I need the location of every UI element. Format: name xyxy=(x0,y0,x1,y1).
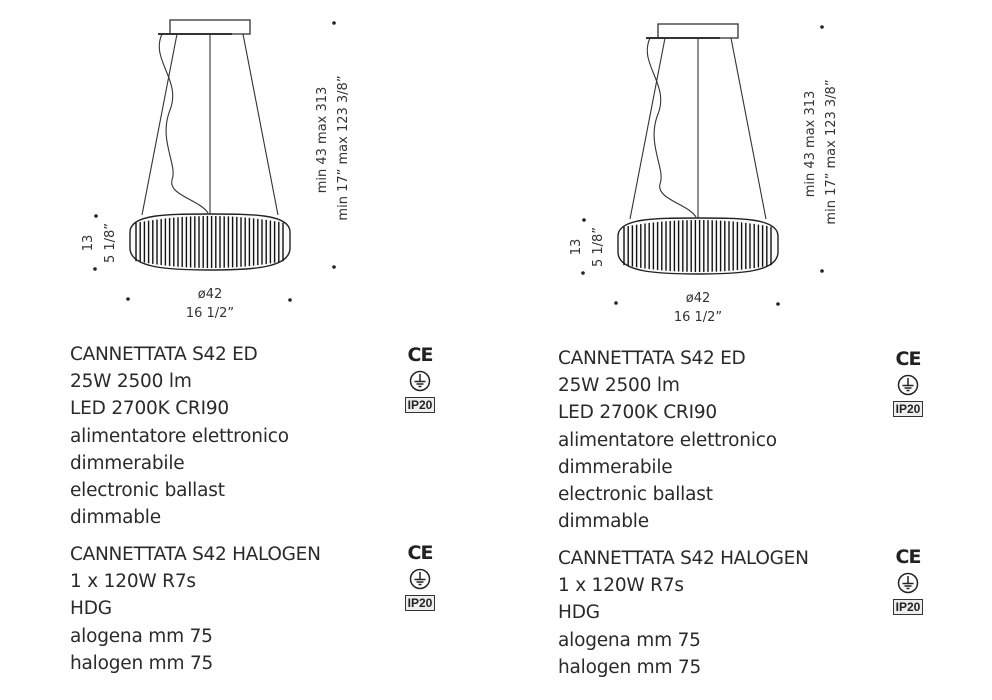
product-title: CANNETTATA S42 HALOGEN xyxy=(558,548,809,569)
spec-line: dimmable xyxy=(558,511,649,533)
ce-mark-icon: CE xyxy=(407,542,434,564)
certification-marks: CE IP20 xyxy=(400,541,440,611)
dimension-marks xyxy=(93,21,336,302)
product-spec-halogen: CANNETTATA S42 HALOGEN 1 x 120W R7s HDG … xyxy=(70,541,400,677)
diameter-mm-label: ø42 xyxy=(198,287,223,302)
drop-in-label: min 17” max 123 3/8” xyxy=(824,79,839,224)
diameter-in-label: 16 1/2” xyxy=(186,306,234,321)
ip-rating-badge: IP20 xyxy=(404,595,436,611)
lamp-shade xyxy=(129,213,291,271)
product-spec-led: CANNETTATA S42 ED 25W 2500 lm LED 2700K … xyxy=(70,341,400,531)
drop-mm-label: min 43 max 313 xyxy=(803,91,818,198)
ce-mark-icon: CE xyxy=(407,344,434,366)
product-title: CANNETTATA S42 ED xyxy=(70,344,258,365)
ip-rating-badge: IP20 xyxy=(892,401,924,417)
spec-line: 25W 2500 lm xyxy=(558,375,680,397)
earth-ground-icon xyxy=(409,568,431,590)
spec-line: HDG xyxy=(558,602,600,624)
product-title: CANNETTATA S42 HALOGEN xyxy=(70,544,321,565)
height-in-label: 5 1/8” xyxy=(103,223,118,263)
ceiling-canopy xyxy=(646,23,739,39)
ce-mark-icon: CE xyxy=(895,348,922,370)
ip-rating-badge: IP20 xyxy=(404,397,436,413)
ip-rating-badge: IP20 xyxy=(892,599,924,615)
product-title: CANNETTATA S42 ED xyxy=(558,348,746,369)
height-in-label: 5 1/8” xyxy=(591,227,606,267)
dimension-marks xyxy=(581,25,824,306)
spec-panel-left: ø42 16 1/2” 13 5 1/8” min 43 max 313 min… xyxy=(70,19,440,677)
drop-mm-label: min 43 max 313 xyxy=(315,87,330,194)
spec-line: electronic ballast xyxy=(558,484,713,506)
earth-ground-icon xyxy=(897,374,919,396)
product-spec-led: CANNETTATA S42 ED 25W 2500 lm LED 2700K … xyxy=(558,345,888,535)
spec-line: dimmable xyxy=(70,507,161,529)
spec-line: HDG xyxy=(70,598,112,620)
spec-line: 1 x 120W R7s xyxy=(70,571,196,593)
ce-mark-icon: CE xyxy=(895,546,922,568)
height-mm-label: 13 xyxy=(81,235,96,252)
spec-line: 25W 2500 lm xyxy=(70,371,192,393)
spec-line: electronic ballast xyxy=(70,480,225,502)
spec-line: halogen mm 75 xyxy=(70,652,214,674)
ceiling-canopy xyxy=(158,19,251,35)
suspension-cables xyxy=(141,33,279,216)
certification-marks: CE IP20 xyxy=(888,347,928,417)
spec-line: 1 x 120W R7s xyxy=(558,575,684,597)
spec-line: LED 2700K CRI90 xyxy=(558,402,717,424)
suspension-cables xyxy=(629,37,767,220)
lamp-drawing: ø42 16 1/2” 13 5 1/8” min 43 max 313 min… xyxy=(81,19,351,321)
lamp-drawing: ø42 16 1/2” 13 5 1/8” min 43 max 313 min… xyxy=(569,23,839,325)
spec-line: LED 2700K CRI90 xyxy=(70,398,229,420)
drop-in-label: min 17” max 123 3/8” xyxy=(336,75,351,220)
diameter-mm-label: ø42 xyxy=(686,291,711,306)
spec-line: alimentatore elettronico xyxy=(70,425,289,447)
certification-marks: CE IP20 xyxy=(888,545,928,615)
diameter-in-label: 16 1/2” xyxy=(674,310,722,325)
spec-line: alogena mm 75 xyxy=(558,629,701,651)
certification-marks: CE IP20 xyxy=(400,343,440,413)
spec-line: alimentatore elettronico xyxy=(558,429,777,451)
spec-line: alogena mm 75 xyxy=(70,625,213,647)
spec-line: halogen mm 75 xyxy=(558,656,702,678)
spec-line: dimmerabile xyxy=(70,452,185,474)
height-mm-label: 13 xyxy=(569,239,584,256)
product-spec-halogen: CANNETTATA S42 HALOGEN 1 x 120W R7s HDG … xyxy=(558,545,888,681)
spec-panel-right: ø42 16 1/2” 13 5 1/8” min 43 max 313 min… xyxy=(488,0,984,700)
spec-line: dimmerabile xyxy=(558,456,673,478)
earth-ground-icon xyxy=(409,370,431,392)
earth-ground-icon xyxy=(897,572,919,594)
lamp-shade xyxy=(617,217,779,275)
